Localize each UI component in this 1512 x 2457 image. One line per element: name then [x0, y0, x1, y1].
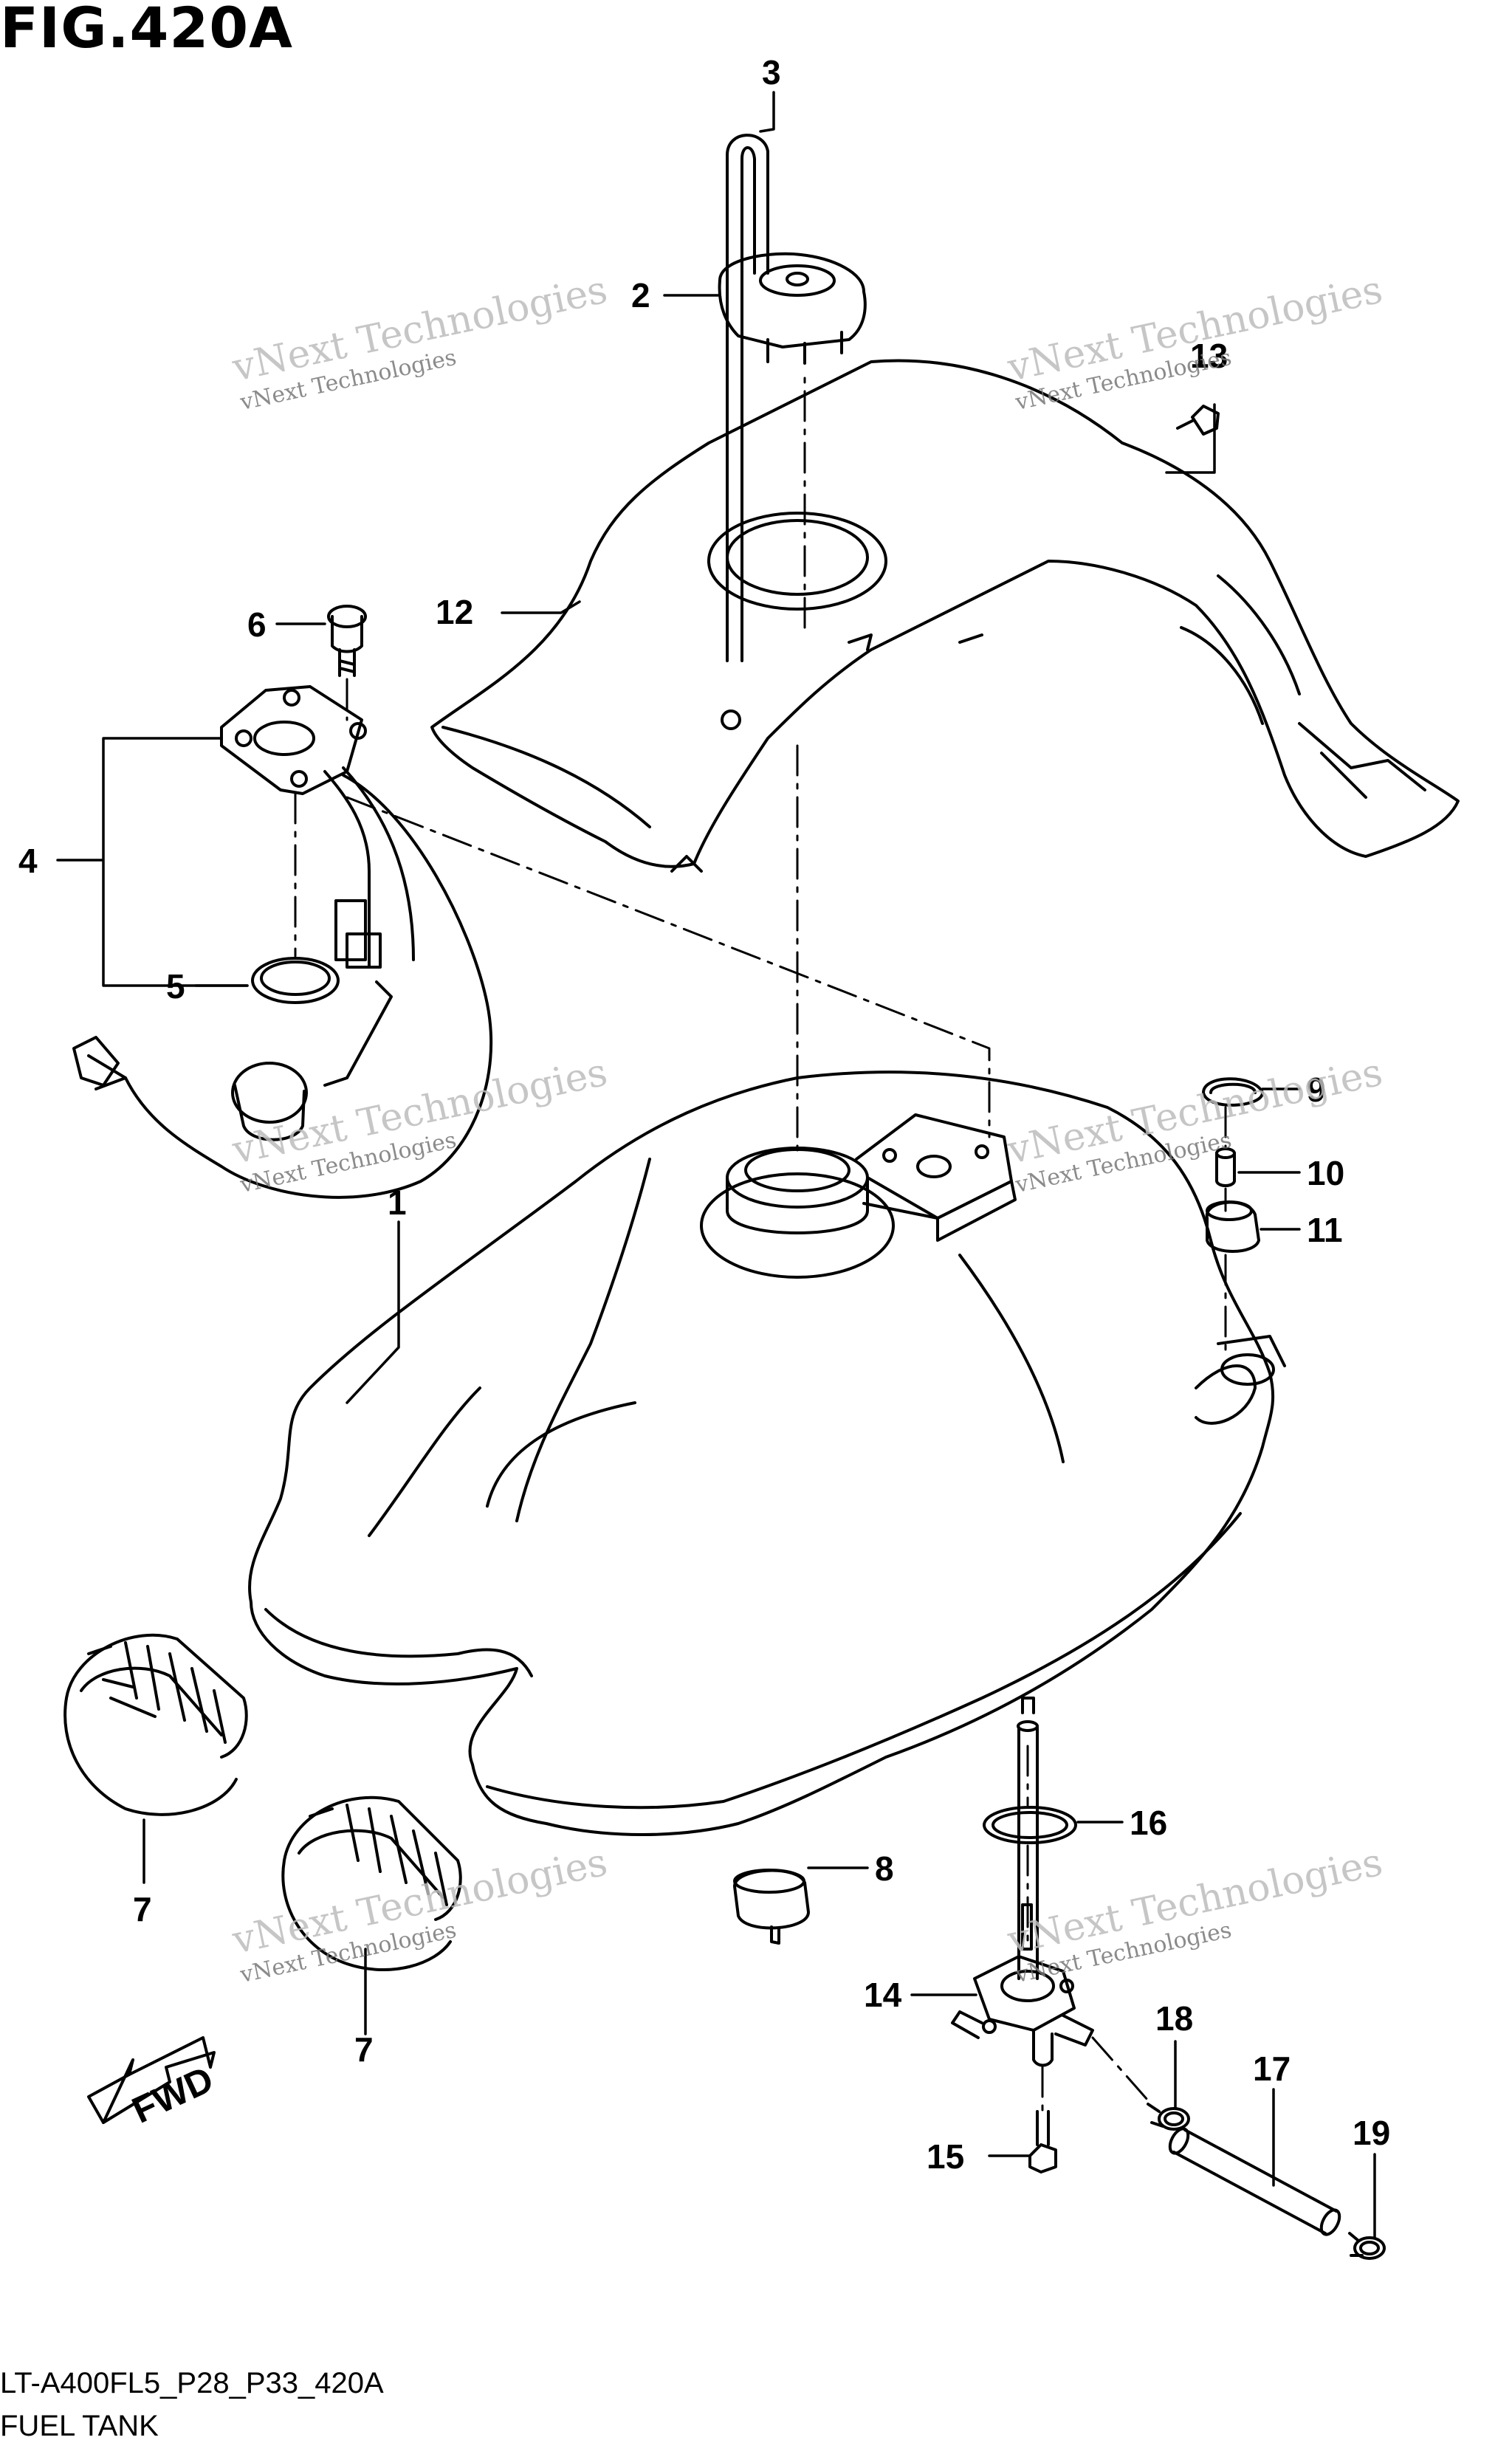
callout-18: 18	[1155, 1999, 1193, 2038]
o-ring-part-16	[983, 1806, 1077, 1844]
callout-12: 12	[436, 593, 473, 631]
band-part-7-right	[281, 1796, 462, 1971]
callout-15: 15	[927, 2137, 964, 2176]
callout-2: 2	[631, 276, 650, 315]
tank-cover-part-12	[430, 359, 1460, 873]
leader-lines	[56, 91, 1376, 2238]
callout-11: 11	[1307, 1211, 1343, 1249]
callout-10: 10	[1307, 1154, 1344, 1192]
callout-labels: 3 2 13 12 6 4 5 9 10 11 1 16 8 7 14 18 1…	[18, 53, 1390, 2176]
model-code: LT-A400FL5_P28_P33_420A	[0, 2367, 384, 2399]
grommet-part-11	[1205, 1200, 1260, 1253]
gasket-part-5	[251, 957, 340, 1004]
cushion-part-8	[733, 1869, 810, 1945]
callout-17: 17	[1253, 2049, 1291, 2088]
fuel-cock-part-14	[951, 1697, 1094, 2067]
fuel-pump-part-4	[72, 685, 493, 1199]
callout-4: 4	[18, 842, 38, 880]
fuel-tank-part-1	[248, 1071, 1286, 1836]
figure-title: FIG.420A	[0, 0, 293, 61]
callout-7-left: 7	[133, 1890, 152, 1928]
collar-part-10	[1215, 1147, 1236, 1187]
callout-9: 9	[1307, 1071, 1326, 1109]
bolt-part-6	[327, 605, 367, 677]
band-part-7-left	[63, 1633, 248, 1816]
breather-hose-part-3	[726, 134, 769, 662]
callout-8: 8	[875, 1849, 894, 1888]
bolt-part-13	[1176, 405, 1220, 436]
callout-14: 14	[864, 1976, 902, 2014]
callout-13: 13	[1190, 337, 1228, 375]
callout-7-right: 7	[354, 2030, 374, 2069]
callout-5: 5	[166, 967, 185, 1006]
callout-19: 19	[1353, 2114, 1390, 2152]
bolt-part-15	[1028, 2110, 1057, 2174]
forward-arrow-icon	[87, 2036, 216, 2124]
callout-1: 1	[388, 1183, 407, 1222]
callout-3: 3	[762, 53, 781, 92]
fuel-hose-part-17	[1168, 2127, 1341, 2236]
figure-name: FUEL TANK	[0, 2410, 159, 2442]
assembly-lines	[294, 368, 1227, 2113]
clamp-part-18	[1147, 2103, 1190, 2131]
fuel-cap-part-2	[718, 252, 867, 365]
washer-part-9	[1202, 1077, 1264, 1107]
callout-16: 16	[1130, 1804, 1167, 1842]
callout-6: 6	[247, 605, 267, 644]
clamp-part-19	[1348, 2232, 1386, 2260]
